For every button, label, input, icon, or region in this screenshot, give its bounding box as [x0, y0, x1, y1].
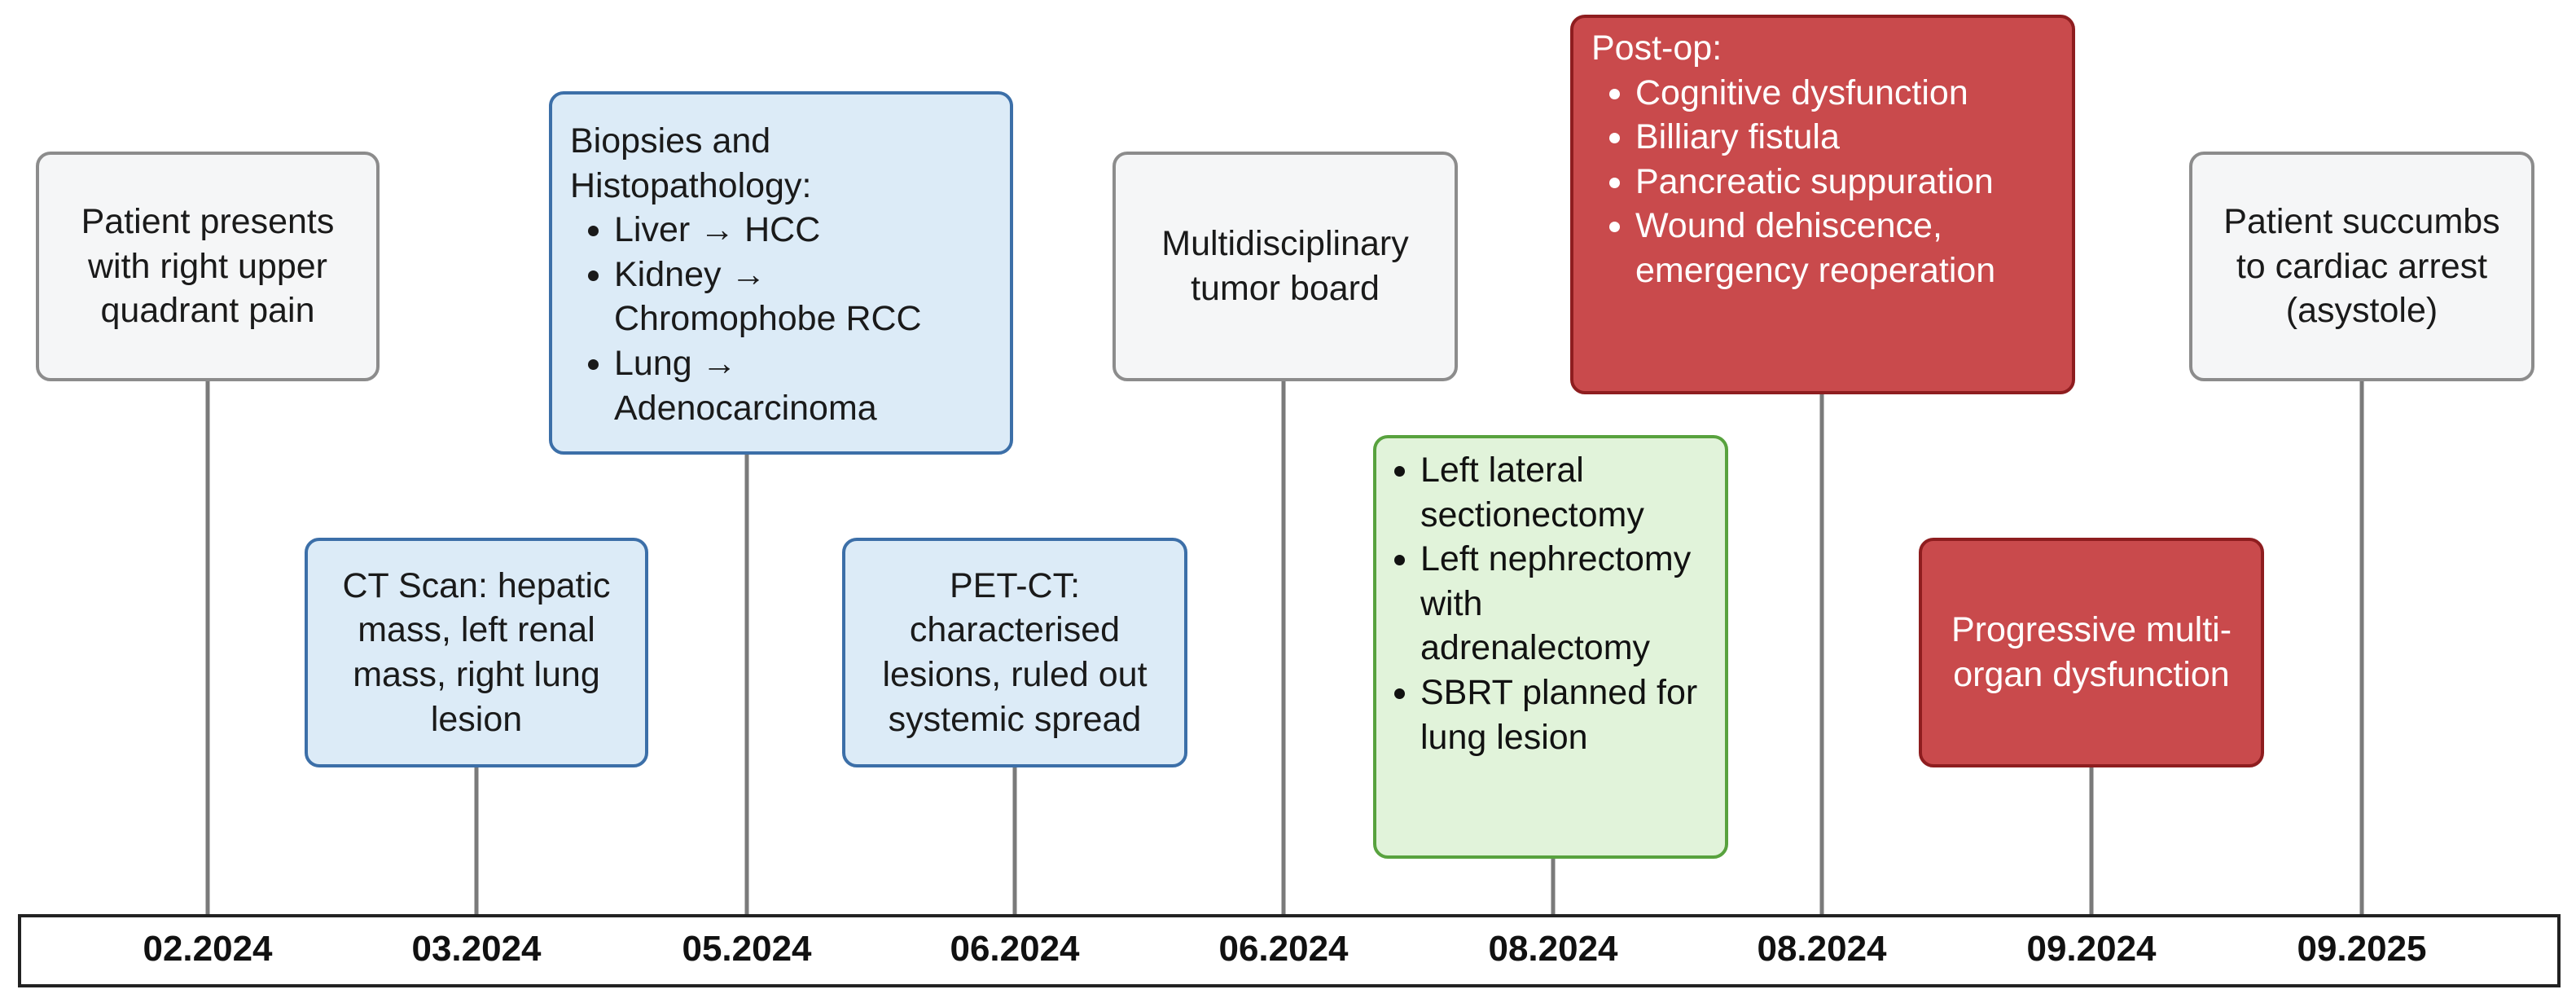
event-text: CT Scan: hepatic mass, left renal mass, …	[342, 565, 611, 739]
event-card-presentation: Patient presents with right upper quadra…	[36, 152, 380, 381]
event-text: Patient presents with right upper quadra…	[81, 202, 335, 331]
event-card-ct-scan: CT Scan: hepatic mass, left renal mass, …	[305, 538, 648, 767]
date-label: 08.2024	[1757, 929, 1887, 969]
date-label: 05.2024	[682, 929, 812, 969]
list-item: Pancreatic suppuration	[1635, 160, 2054, 204]
list-item: Cognitive dysfunction	[1635, 71, 2054, 116]
event-card-tumor-board: Multidisciplinary tumor board	[1112, 152, 1458, 381]
list-item: Liver → HCC	[614, 208, 992, 253]
finding-list: Liver → HCC Kidney → Chromophobe RCC Lun…	[570, 208, 992, 430]
timeline-axis	[18, 914, 2561, 987]
event-card-death: Patient succumbs to cardiac arrest (asys…	[2189, 152, 2534, 381]
list-item: Wound dehiscence, emergency reoperation	[1635, 204, 2054, 292]
list-item: Left lateral sectionectomy	[1420, 448, 1717, 537]
procedure-list: Left lateral sectionectomy Left nephrect…	[1376, 448, 1717, 759]
date-label: 09.2024	[2026, 929, 2157, 969]
date-label: 09.2025	[2297, 929, 2427, 969]
event-card-surgery: Left lateral sectionectomy Left nephrect…	[1373, 435, 1728, 859]
list-item: Kidney → Chromophobe RCC	[614, 253, 992, 341]
list-item: Billiary fistula	[1635, 115, 2054, 160]
event-card-pet-ct: PET-CT: characterised lesions, ruled out…	[842, 538, 1187, 767]
date-label: 03.2024	[411, 929, 542, 969]
event-text: Multidisciplinary tumor board	[1161, 224, 1409, 308]
event-card-biopsies: Biopsies and Histopathology: Liver → HCC…	[549, 91, 1013, 455]
date-label: 06.2024	[1218, 929, 1349, 969]
complication-list: Cognitive dysfunction Billiary fistula P…	[1591, 71, 2054, 293]
date-label: 02.2024	[143, 929, 273, 969]
event-text: Progressive multi-organ dysfunction	[1951, 610, 2232, 694]
event-heading: Post-op:	[1591, 29, 1722, 68]
list-item: SBRT planned for lung lesion	[1420, 671, 1717, 759]
event-text: PET-CT: characterised lesions, ruled out…	[882, 565, 1148, 739]
date-label: 08.2024	[1488, 929, 1618, 969]
event-text: Patient succumbs to cardiac arrest (asys…	[2223, 202, 2500, 331]
date-label: 06.2024	[950, 929, 1080, 969]
list-item: Left nephrectomy with adrenalectomy	[1420, 537, 1717, 671]
event-heading: Biopsies and Histopathology:	[570, 121, 812, 205]
event-card-post-op: Post-op: Cognitive dysfunction Billiary …	[1570, 15, 2075, 394]
event-card-organ-dysfunction: Progressive multi-organ dysfunction	[1919, 538, 2264, 767]
list-item: Lung → Adenocarcinoma	[614, 341, 992, 430]
